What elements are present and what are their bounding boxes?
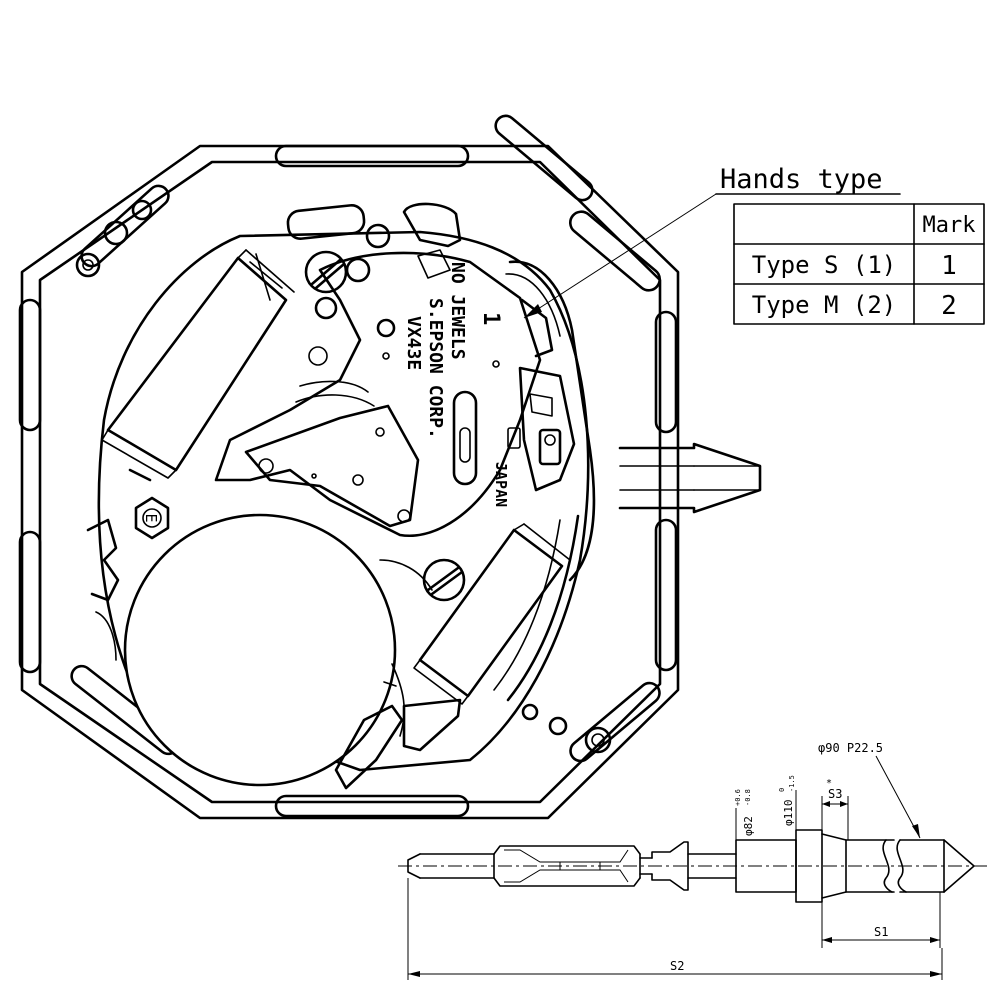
dia-110-label: φ110 [782, 800, 795, 827]
row-type-m: Type M (2) [752, 291, 897, 319]
regulator-slot [452, 390, 478, 486]
winding-stem-stub [618, 442, 762, 514]
upper-bar-right [402, 202, 462, 248]
hands-type-table: Hands type Mark Type S (1) 1 Type M (2) … [523, 164, 985, 325]
upper-bar-left [286, 203, 366, 241]
s3-label: S3 [828, 787, 842, 801]
bridge-holes [308, 223, 500, 368]
dia-110-tol-upper: 0 [778, 788, 786, 792]
winding-stem-drawing: φ90 P22.5 φ82 +0.6 -0.8 φ110 0 -1.5 S3 *… [398, 741, 990, 980]
lower-coil [413, 523, 571, 705]
dia-82-label: φ82 [742, 816, 755, 836]
coil-block [101, 249, 295, 479]
s3-mark: * [826, 778, 832, 789]
plate-holes [75, 199, 612, 754]
plate-screw-bottom [422, 558, 466, 602]
hex-nut-mark: E [142, 513, 160, 522]
dia-82-tol-upper: +0.6 [734, 789, 742, 806]
maker-text: S.EPSON CORP. [425, 298, 446, 439]
mark-header: Mark [923, 213, 976, 238]
battery-clip [86, 468, 152, 661]
train-bridge [214, 251, 542, 538]
thread-label: φ90 P22.5 [818, 741, 883, 755]
row-type-s: Type S (1) [752, 251, 897, 279]
hands-mark-engraved: 1 [478, 312, 503, 325]
clip-arc [299, 380, 369, 393]
hands-type-title: Hands type [720, 164, 883, 195]
movement-engraving: 1 NO JEWELS S.EPSON CORP. VX43E JAPAN [403, 262, 510, 507]
dia-110-tol-lower: -1.5 [788, 775, 796, 792]
guide-arc [506, 514, 580, 702]
row-mark-1: 1 [941, 251, 957, 281]
perimeter-slots [18, 114, 678, 818]
hex-nut: E [134, 496, 170, 540]
s1-label: S1 [874, 925, 888, 939]
bottom-lever [402, 698, 462, 752]
s2-label: S2 [670, 959, 684, 973]
upper-clip [417, 249, 451, 279]
row-mark-2: 2 [941, 291, 957, 321]
inner-cavity [97, 230, 590, 772]
country-text: JAPAN [492, 462, 510, 507]
caliber-text: VX43E [403, 316, 424, 370]
battery [123, 513, 397, 787]
triangular-lever [244, 404, 420, 528]
dia-82-tol-lower: -0.8 [744, 789, 752, 806]
jewels-text: NO JEWELS [447, 262, 468, 360]
plate-screw-top [304, 250, 348, 294]
bottom-arm [334, 704, 404, 790]
hands-leader-line [523, 193, 717, 319]
